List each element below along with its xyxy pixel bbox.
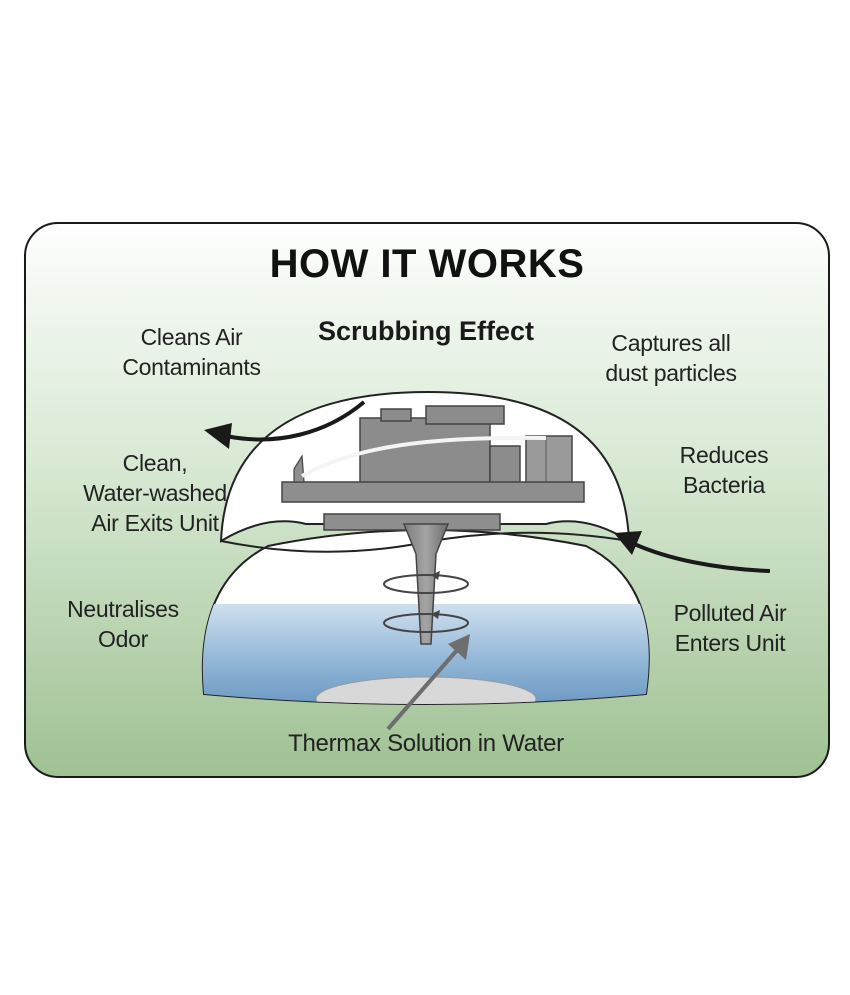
label-polluted-air: Polluted Air Enters Unit bbox=[673, 600, 787, 656]
label-cleans-air: Cleans Air Contaminants bbox=[122, 324, 261, 380]
how-it-works-card: HOW IT WORKS Scrubbing Effect Cleans Air… bbox=[24, 222, 830, 778]
solution-arrow bbox=[386, 647, 460, 731]
motor-housing bbox=[359, 417, 491, 494]
mounting-plate bbox=[281, 481, 585, 503]
spin-ring-lower bbox=[383, 613, 469, 633]
air-purifier-diagram bbox=[201, 390, 771, 731]
impeller bbox=[402, 523, 450, 645]
label-reduces-bacteria: Reduces Bacteria bbox=[679, 442, 769, 498]
water-base bbox=[315, 676, 537, 704]
spin-ring-upper bbox=[383, 574, 469, 594]
label-clean-air-exits: Clean, Water-washed Air Exits Unit bbox=[83, 450, 227, 536]
label-solution: Thermax Solution in Water bbox=[288, 730, 564, 757]
diagram-subtitle: Scrubbing Effect bbox=[317, 316, 534, 346]
page-title: HOW IT WORKS bbox=[269, 242, 585, 286]
label-neutralises-odor: Neutralises Odor bbox=[67, 596, 179, 652]
intake-arrow bbox=[629, 540, 771, 573]
label-captures-dust: Captures all dust particles bbox=[605, 330, 737, 386]
exit-arrow bbox=[225, 400, 366, 442]
